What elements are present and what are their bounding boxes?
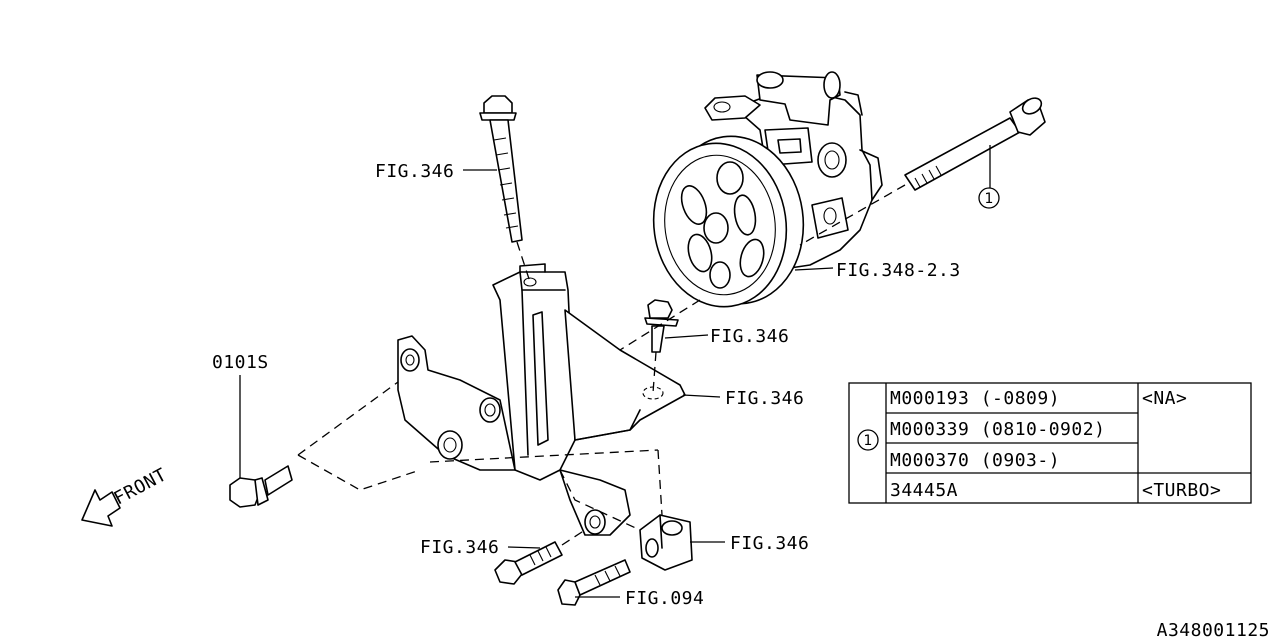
table-row-part: 34445A — [890, 480, 958, 501]
callout-1-circle — [978, 187, 1000, 209]
label-fig346-top: FIG.346 — [375, 161, 454, 182]
diagram-id: A348001125 — [1157, 620, 1270, 640]
label-fig346-bottom-right: FIG.346 — [730, 533, 809, 554]
table-row-part: M000339 (0810-0902) — [890, 419, 1105, 440]
pump-through-bolt — [799, 97, 1046, 246]
table-ref-circle — [857, 429, 879, 451]
label-0101s: 0101S — [212, 352, 269, 373]
bolt-0101s — [229, 381, 421, 508]
bracket-mid-bolt — [619, 299, 701, 394]
label-fig094: FIG.094 — [625, 588, 704, 609]
callout-1-number: 1 — [985, 191, 994, 207]
parts-table: 1 M000193 (-0809) <NA> M000339 (0810-090… — [848, 382, 1252, 504]
label-fig346-bottom-left: FIG.346 — [420, 537, 499, 558]
table-row-note: <NA> — [1142, 388, 1187, 409]
table-row-part: M000370 (0903-) — [890, 450, 1060, 471]
pump-bracket — [397, 263, 686, 536]
bottom-bolt — [557, 559, 631, 606]
leader-lines — [239, 145, 991, 598]
bracket-top-bolt — [479, 95, 531, 283]
table-ref-number: 1 — [864, 433, 873, 449]
spacer-collar — [429, 449, 693, 571]
label-fig348: FIG.348-2.3 — [836, 260, 961, 281]
label-fig346-mid: FIG.346 — [710, 326, 789, 347]
front-label: FRONT — [110, 464, 170, 509]
table-row-note: <TURBO> — [1142, 480, 1221, 501]
table-row-part: M000193 (-0809) — [890, 388, 1060, 409]
front-arrow: FRONT — [81, 464, 170, 527]
label-fig346-right: FIG.346 — [725, 388, 804, 409]
bracket-lower-bolt — [494, 529, 586, 585]
